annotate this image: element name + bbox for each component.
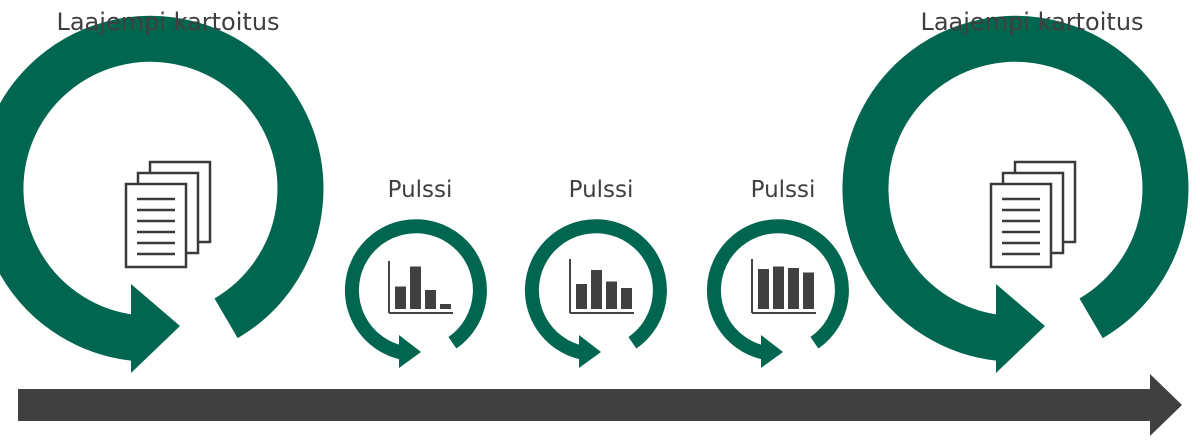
cycle-arrow-small-2 — [524, 219, 667, 368]
bar-chart-icon — [388, 261, 453, 314]
icon-bar — [591, 270, 602, 309]
icon-bar — [758, 269, 769, 309]
cycle-arrow-small-1 — [344, 219, 487, 368]
icon-bar — [606, 281, 617, 309]
icon-bar — [425, 290, 436, 309]
pulse-label-2: Pulssi — [568, 177, 634, 203]
icon-bar — [576, 284, 587, 309]
icon-bar — [788, 268, 799, 309]
icon-bar — [440, 304, 451, 309]
bar-chart-icon — [569, 259, 634, 314]
cycle-arrow-large-right — [842, 15, 1189, 373]
icon-bar — [621, 288, 632, 309]
bar-chart-icon — [751, 259, 816, 314]
icon-bar — [395, 286, 406, 309]
cycle-arrow-large-left — [0, 15, 324, 373]
timeline-arrow — [18, 374, 1182, 436]
icon-bar — [410, 266, 421, 309]
documents-icon — [989, 160, 1077, 269]
cycle-arrow-small-3 — [706, 219, 849, 368]
documents-icon — [124, 160, 212, 269]
start-survey-label: Laajempi kartoitus — [56, 8, 280, 36]
icon-bar — [773, 266, 784, 309]
pulse-label-3: Pulssi — [750, 177, 816, 203]
pulse-label-1: Pulssi — [387, 177, 453, 203]
end-survey-label: Laajempi kartoitus — [920, 8, 1144, 36]
icon-bar — [803, 272, 814, 309]
